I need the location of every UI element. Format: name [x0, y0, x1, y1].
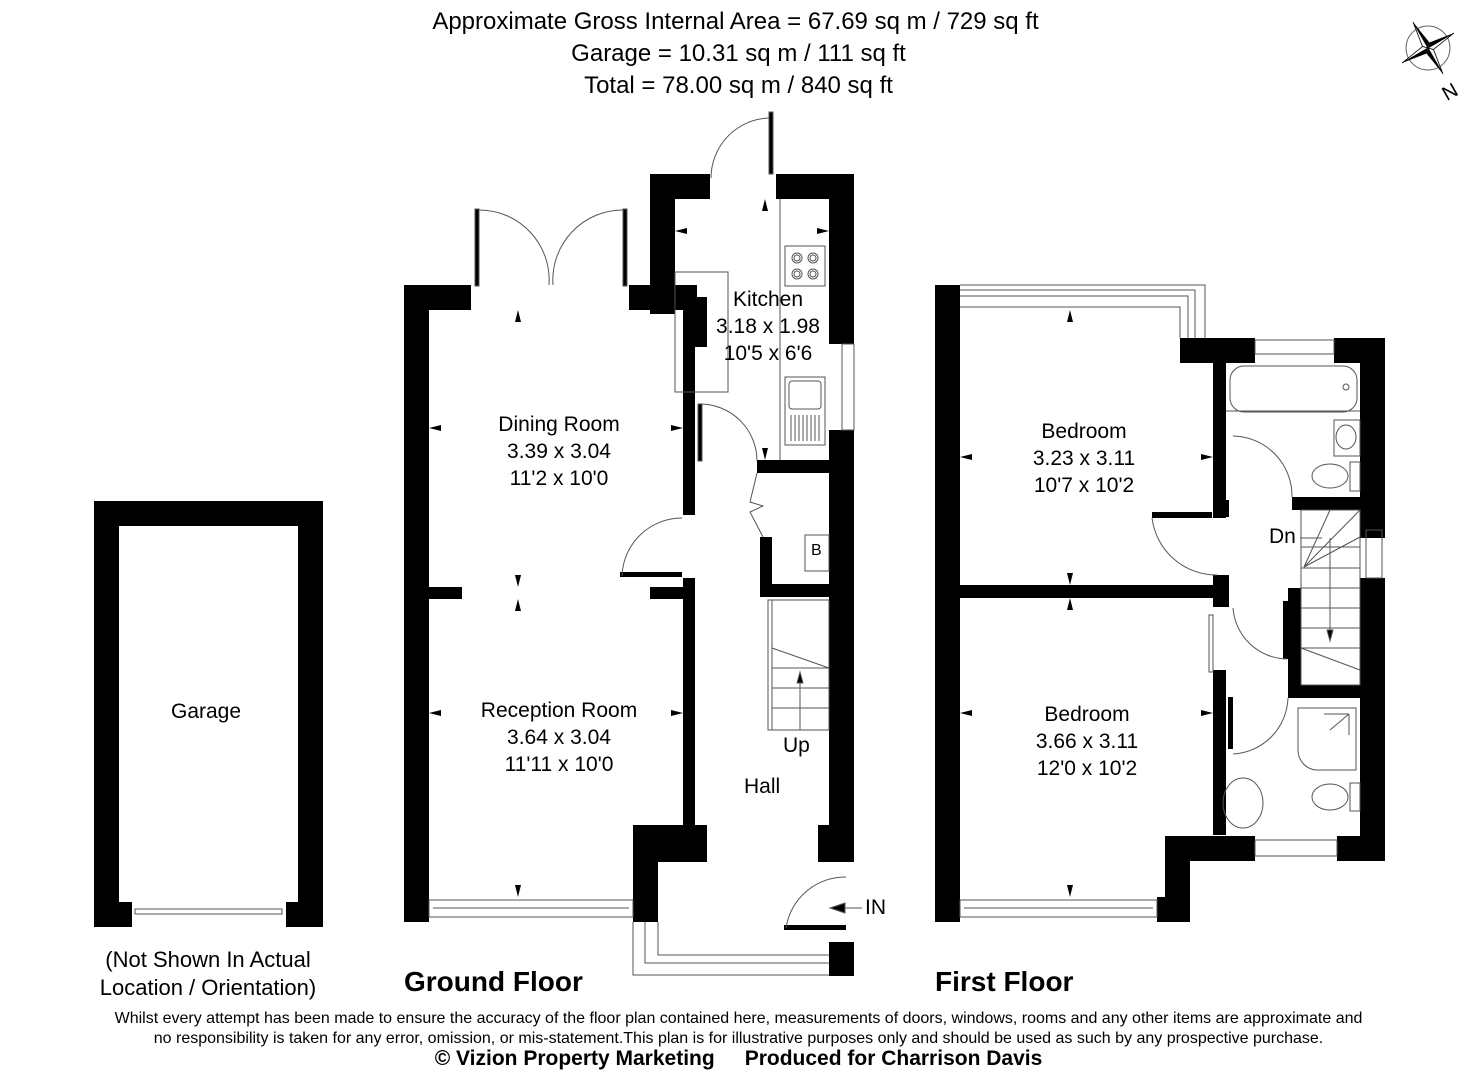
room-label-bedroom-2: Bedroom 3.66 x 3.11 12'0 x 10'2 [1035, 703, 1139, 780]
disclaimer: Whilst every attempt has been made to en… [114, 1010, 1363, 1047]
garage-walls [94, 501, 323, 927]
garage-door [134, 908, 283, 915]
garage-area: Garage = 10.31 sq m / 111 sq ft [571, 40, 906, 67]
room-label-reception-room: Reception Room 3.64 x 3.04 11'11 x 10'0 [480, 699, 638, 776]
room-label-dining-room: Dining Room 3.39 x 3.04 11'2 x 10'0 [498, 413, 620, 490]
room-label-kitchen: Kitchen 3.18 x 1.98 10'5 x 6'6 [716, 288, 820, 365]
credits: © Vizion Property Marketing Produced for … [0, 1047, 1477, 1071]
entrance-label: IN [865, 896, 886, 919]
copyright: © Vizion Property Marketing [434, 1047, 715, 1070]
room-label-hall: Hall [744, 775, 781, 798]
area-summary: Approximate Gross Internal Area = 67.69 … [0, 6, 1477, 102]
room-label-garage: Garage [171, 700, 242, 723]
stairs-down-label: Dn [1269, 525, 1296, 548]
first-floor-walls [935, 285, 1385, 922]
gross-internal-area: Approximate Gross Internal Area = 67.69 … [432, 8, 1039, 35]
ground-floor-title: Ground Floor [404, 966, 583, 997]
boiler-label: B [811, 542, 822, 559]
ground-floor-walls [404, 174, 854, 976]
total-area: Total = 78.00 sq m / 840 sq ft [584, 72, 893, 99]
produced-for: Produced for Charrison Davis [744, 1047, 1043, 1070]
garage-location-note: (Not Shown In Actual Location / Orientat… [99, 947, 317, 1000]
first-floor-title: First Floor [935, 966, 1074, 997]
stairs-up-label: Up [783, 734, 810, 757]
room-label-bedroom-1: Bedroom 3.23 x 3.11 10'7 x 10'2 [1032, 420, 1136, 497]
north-compass-rose-icon: N [1394, 18, 1464, 108]
